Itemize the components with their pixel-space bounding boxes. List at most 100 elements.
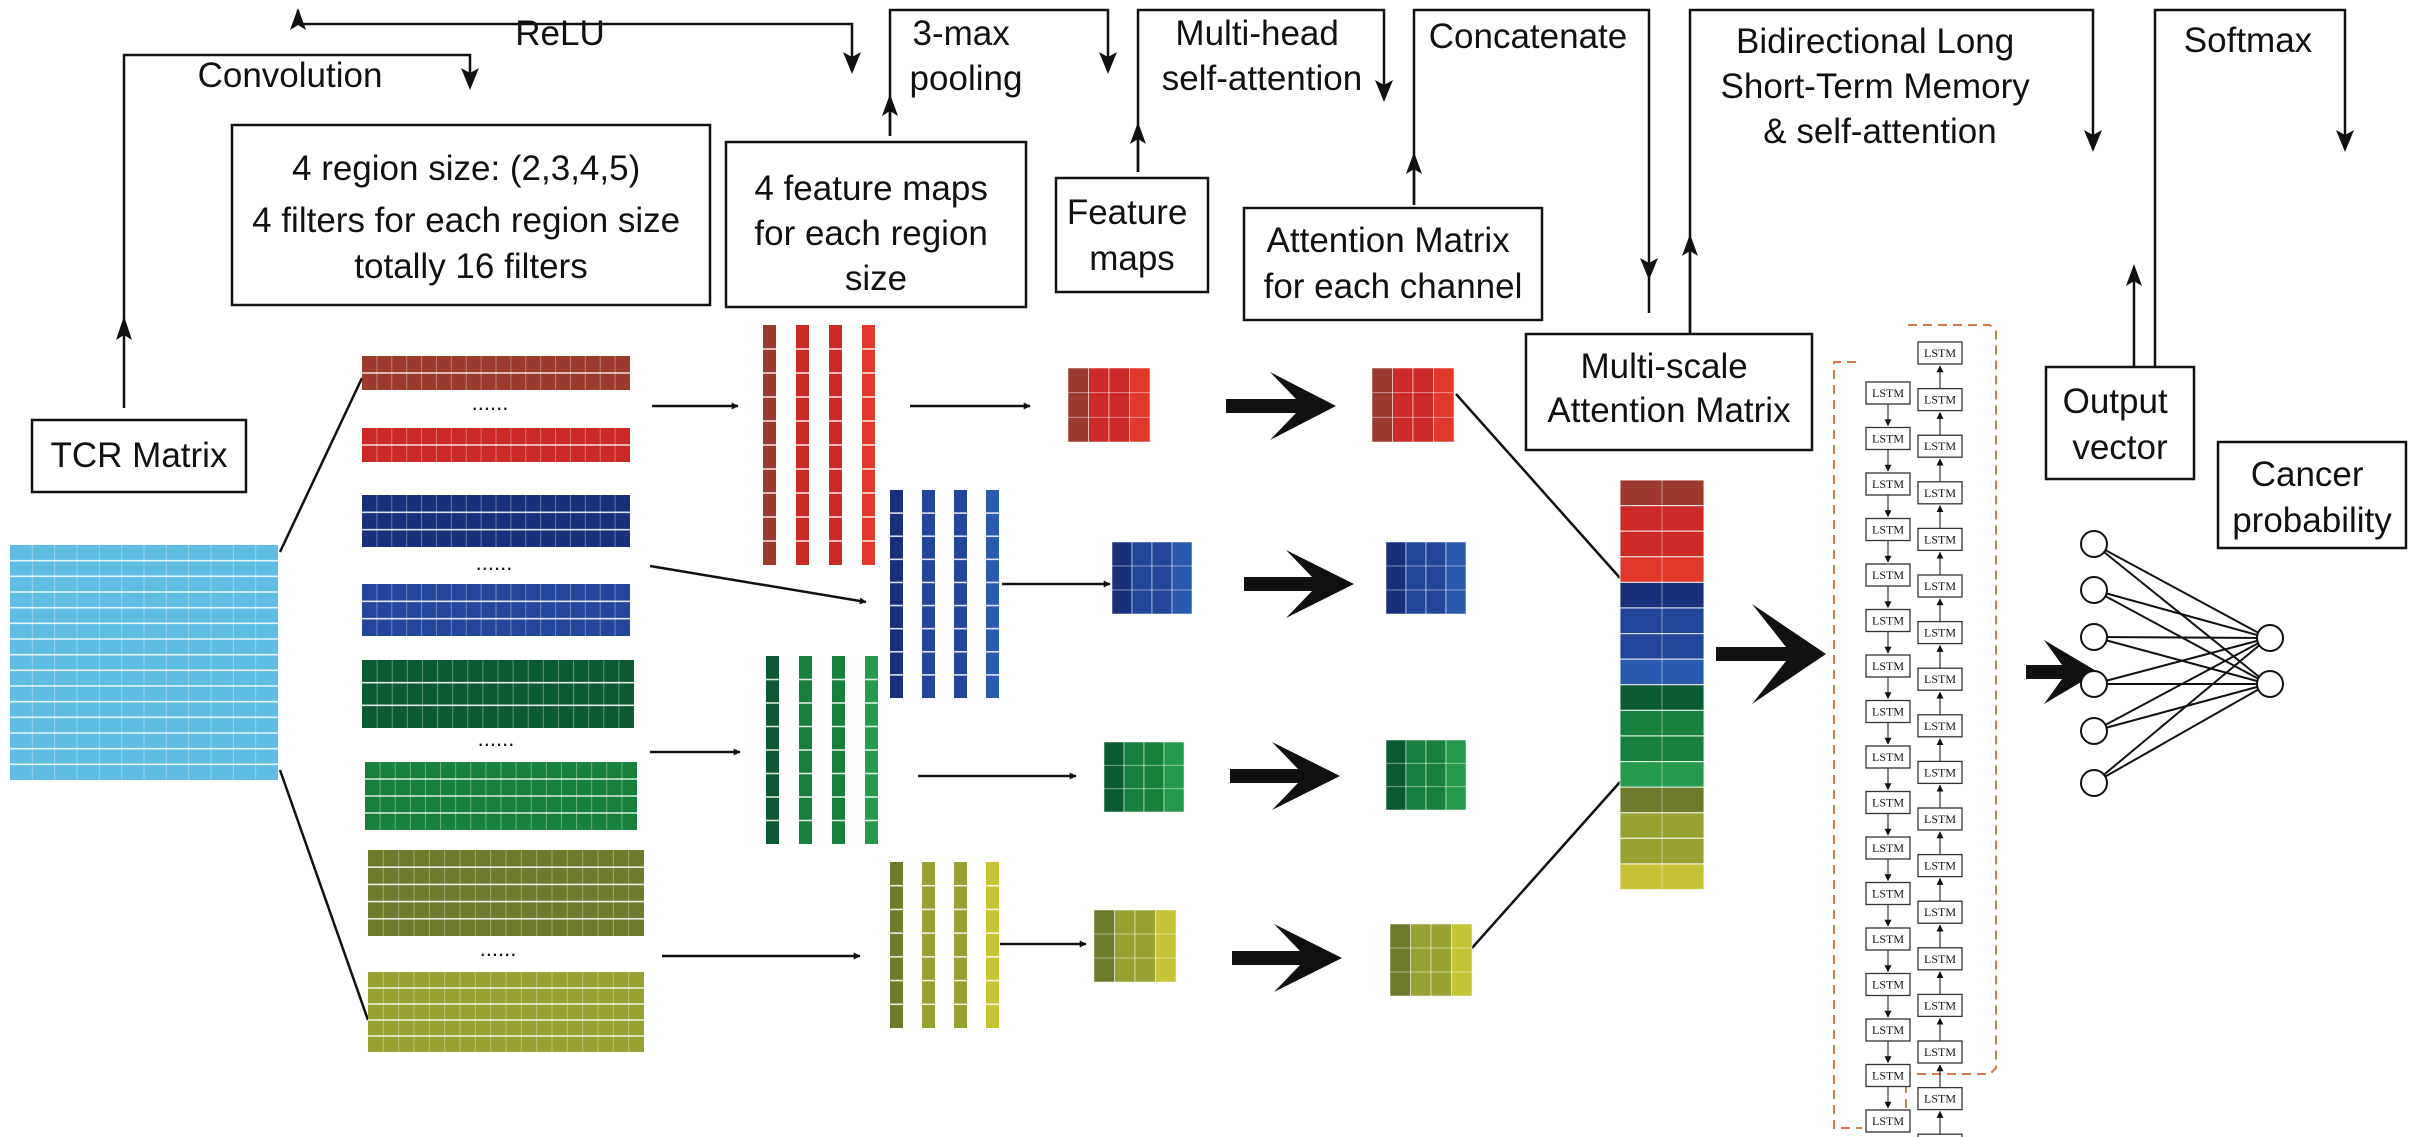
pooled-block-blue-col	[1131, 541, 1153, 615]
flow-lines	[278, 377, 1621, 1021]
attention-block-red-col	[1371, 367, 1393, 443]
feature-stripes-red	[763, 325, 776, 565]
label-convolution: Convolution	[198, 56, 383, 95]
lstm-cell-backward-rect	[1917, 714, 1963, 738]
lstm-cell-backward-label: LSTM	[1924, 439, 1956, 453]
feature-stripes-green	[832, 656, 845, 844]
big-arrows	[1226, 372, 2098, 992]
attention-block-blue-col	[1445, 541, 1467, 615]
lstm-cell-backward-rect	[1917, 667, 1963, 691]
attention-block-green-col	[1425, 739, 1447, 811]
box-attention-matrix-text: Attention Matrix for each channel	[1264, 221, 1523, 306]
arrowhead-up-icon	[290, 8, 306, 30]
multiscale-cell	[1619, 786, 1705, 814]
filter-matrix-olive	[368, 972, 644, 1052]
pooled-block-red	[1067, 367, 1151, 443]
arrowhead-down-icon	[1099, 52, 1117, 74]
box-output-vector: Output vector	[2044, 365, 2196, 481]
arrowhead-down-icon	[2336, 130, 2354, 152]
tcr-input-matrix-fill	[10, 545, 278, 780]
box-filters-text: 4 region size: (2,3,4,5) 4 filters for e…	[252, 149, 690, 286]
lstm-cell-forward-label: LSTM	[1872, 659, 1904, 673]
lstm-dashed-bracket-right	[1900, 324, 1997, 1113]
arrowhead-down-icon	[843, 52, 861, 74]
lstm-cell-forward-label: LSTM	[1872, 887, 1904, 901]
filter-matrix-blue	[362, 495, 630, 547]
filter-matrix-red	[362, 356, 630, 390]
filter-matrix-green	[365, 762, 637, 830]
label-multi-head-self-attention: Multi-head self-attention	[1162, 14, 1362, 98]
lstm-cell-backward-label: LSTM	[1924, 346, 1956, 360]
pooled-block-red-col	[1067, 367, 1089, 443]
feature-stripes-red	[862, 325, 875, 565]
attention-block-green-col	[1445, 739, 1467, 811]
nn-input-node	[2080, 717, 2108, 745]
big-arrow-icon	[1232, 924, 1342, 992]
feature-stripes-blue-fill	[986, 490, 999, 698]
lstm-cell-forward-label: LSTM	[1872, 523, 1904, 537]
lstm-cell-backward-rect	[1917, 341, 1963, 365]
lstm-cell-backward-rect	[1917, 387, 1963, 412]
lstm-cell-forward-label: LSTM	[1872, 932, 1904, 946]
attention-block-olive-col	[1389, 923, 1411, 997]
feature-stripes-blue	[890, 490, 903, 698]
lstm-cell-backward-label: LSTM	[1924, 952, 1956, 966]
multiscale-cell	[1619, 530, 1705, 558]
multiscale-cell	[1619, 863, 1705, 891]
pooled-block-green-col	[1123, 741, 1145, 813]
filter-matrix-red	[362, 428, 630, 462]
multiscale-cell	[1619, 709, 1705, 737]
label-relu: ReLU	[515, 14, 604, 53]
lstm-cell-backward-label: LSTM	[1924, 486, 1956, 500]
lstm-cell-backward-rect	[1917, 993, 1963, 1018]
feature-stripes-olive	[986, 862, 999, 1028]
lstm-cell-backward-rect	[1917, 1040, 1963, 1064]
arrowhead-up-icon	[2126, 264, 2142, 286]
feature-stripes-blue-fill	[922, 490, 935, 698]
lstm-cell-backward-label: LSTM	[1924, 393, 1956, 407]
lstm-cell-backward-label: LSTM	[1924, 626, 1956, 640]
attention-block-green-col	[1385, 739, 1407, 811]
nn-input-node	[2080, 670, 2108, 698]
filter-matrix-blue-fill	[362, 495, 630, 547]
box-feature-maps-text: Feature maps	[1067, 193, 1197, 278]
box-attention-matrix: Attention Matrix for each channel	[1242, 206, 1544, 322]
multiscale-matrix	[1619, 479, 1705, 891]
output-neural-net	[2080, 530, 2284, 797]
box-multiscale-attention-matrix: Multi-scale Attention Matrix	[1524, 332, 1814, 452]
feature-stripes-olive	[954, 862, 967, 1028]
label-3max-pooling: 3-max pooling	[910, 14, 1023, 98]
nn-edge	[2093, 637, 2269, 685]
lstm-cell-backward-rect	[1917, 481, 1963, 505]
arrowhead-up-icon	[1682, 234, 1698, 256]
lstm-cell-forward-label: LSTM	[1872, 432, 1904, 446]
filter-matrix-blue	[362, 584, 630, 636]
feature-stripes-blue-fill	[890, 490, 903, 698]
multiscale-cell	[1619, 760, 1705, 788]
arrowhead-down-icon	[2084, 130, 2102, 152]
ellipsis-olive: ......	[480, 936, 517, 961]
annotation-boxes: TCR Matrix 4 region size: (2,3,4,5) 4 fi…	[30, 123, 2408, 550]
arrowhead-up-icon	[116, 316, 132, 340]
lstm-cell-backward-rect	[1917, 620, 1963, 645]
attention-block-blue	[1385, 541, 1467, 615]
big-arrow-icon	[1244, 550, 1354, 618]
nn-edge	[2093, 636, 2269, 639]
pooled-block-green	[1103, 741, 1185, 813]
bilstm-block: LSTM LSTM LSTM LSTM LSTM LSTM LSTM LSTM LSTM LSTM…	[1833, 324, 1997, 1137]
pooled-block-blue-col	[1171, 541, 1193, 615]
box-feature-maps: Feature maps	[1054, 176, 1210, 294]
big-arrow-icon	[1226, 372, 1336, 440]
lstm-cell-backward-label: LSTM	[1924, 532, 1956, 546]
feature-stripes-blue	[986, 490, 999, 698]
attention-block-blue-col	[1425, 541, 1447, 615]
connector-arrowheads	[116, 8, 2354, 340]
nn-edge	[2093, 543, 2269, 639]
feature-stripes-red	[829, 325, 842, 565]
multiscale-cell	[1619, 812, 1705, 839]
multiscale-cell	[1619, 632, 1705, 660]
multiscale-cell	[1619, 735, 1705, 763]
feature-stripes-olive	[922, 862, 935, 1028]
pooled-block-red-col	[1129, 367, 1151, 443]
attention-block-olive	[1389, 923, 1473, 997]
